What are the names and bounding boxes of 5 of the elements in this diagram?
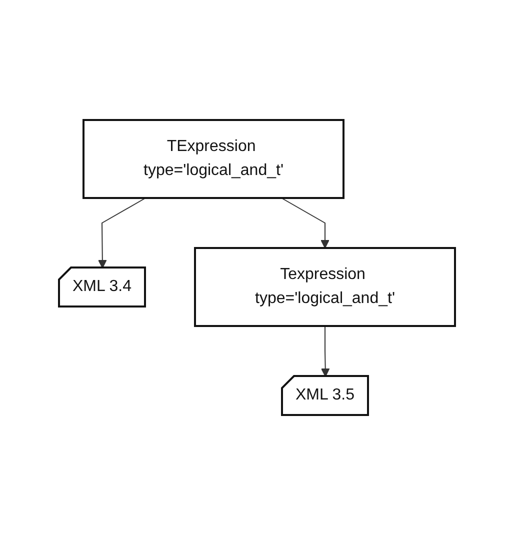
arrow xyxy=(280,198,330,248)
arrow xyxy=(98,198,146,268)
arrow xyxy=(320,326,330,377)
node-box: TExpression type='logical_and_t' xyxy=(82,119,344,199)
node-box: Texpression type='logical_and_t' xyxy=(194,247,456,327)
